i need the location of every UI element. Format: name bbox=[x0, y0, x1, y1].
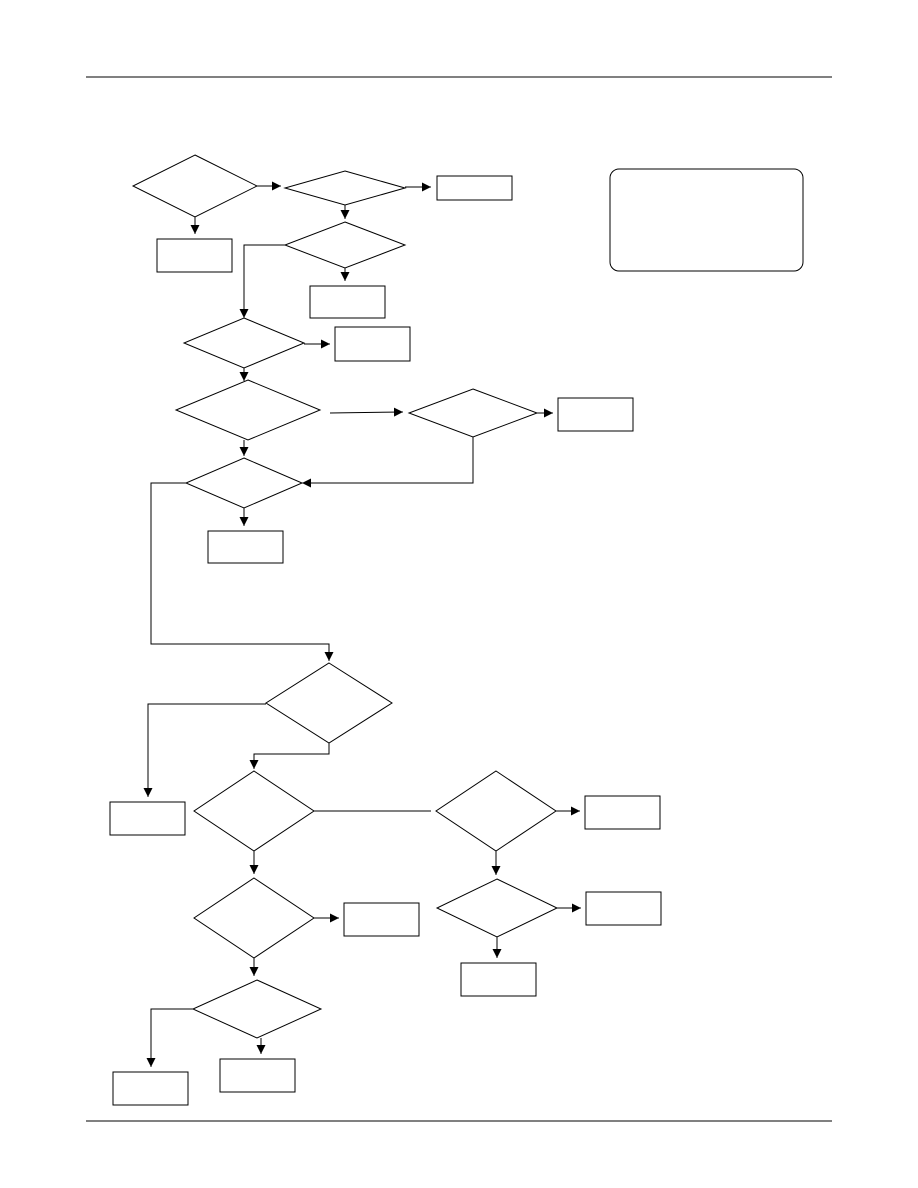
process-box-13 bbox=[112, 1071, 189, 1106]
process-box-8 bbox=[584, 795, 661, 830]
decision-diamond-10 bbox=[435, 770, 557, 852]
edge-d7-d8 bbox=[150, 482, 334, 661]
decision-diamond-13 bbox=[191, 979, 323, 1039]
process-box-3 bbox=[309, 285, 386, 319]
process-box-1 bbox=[156, 238, 233, 273]
process-box-2 bbox=[436, 175, 513, 201]
process-box-12 bbox=[219, 1058, 296, 1093]
edge-d8-d9 bbox=[249, 743, 330, 769]
decision-diamond-6 bbox=[407, 388, 539, 438]
decision-diamond-1 bbox=[131, 154, 259, 218]
decision-diamond-9 bbox=[193, 770, 315, 852]
decision-diamond-3 bbox=[283, 221, 407, 269]
decision-diamond-5 bbox=[174, 379, 322, 441]
process-box-9 bbox=[343, 902, 420, 937]
process-box-5 bbox=[557, 397, 634, 432]
decision-diamond-8 bbox=[265, 662, 393, 744]
decision-diamond-2 bbox=[283, 170, 407, 206]
process-box-6 bbox=[207, 530, 284, 564]
decision-diamond-4 bbox=[182, 317, 306, 369]
edge-d13-b13 bbox=[146, 1008, 193, 1067]
process-box-11 bbox=[460, 962, 537, 997]
decision-diamond-11 bbox=[193, 877, 315, 959]
edge-d8-b7 bbox=[143, 703, 266, 797]
process-box-10 bbox=[585, 891, 662, 926]
edge-d3-d4 bbox=[239, 244, 285, 318]
edge-d6-d7 bbox=[302, 437, 474, 488]
decision-diamond-12 bbox=[435, 878, 559, 938]
edge-d5-d6 bbox=[329, 407, 404, 417]
process-box-4 bbox=[334, 326, 411, 362]
process-box-7 bbox=[109, 801, 186, 836]
decision-diamond-7 bbox=[184, 457, 304, 509]
note-box bbox=[609, 168, 804, 272]
